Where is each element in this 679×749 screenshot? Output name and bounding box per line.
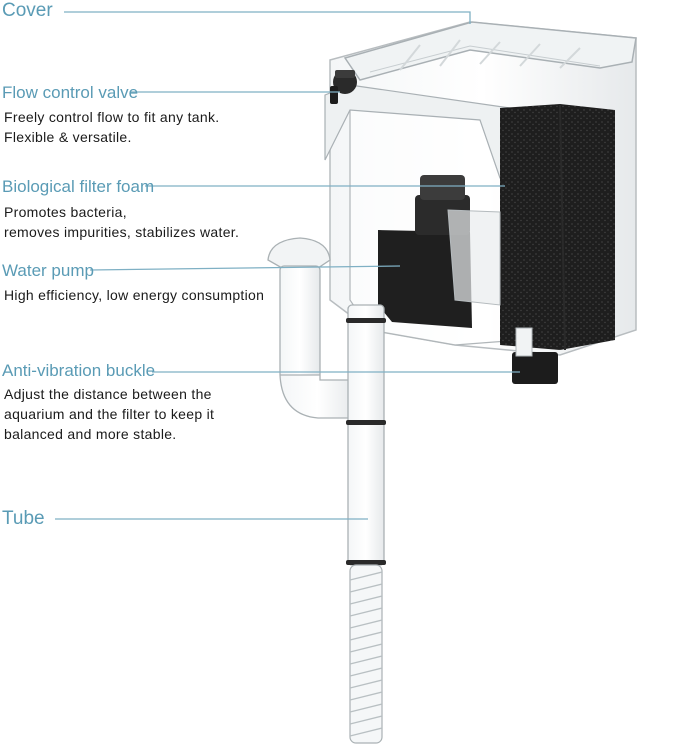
callout-bio-foam-label: Biological filter foam [2,177,155,196]
desc-line: aquarium and the filter to keep it [4,406,215,422]
desc-line: Adjust the distance between the [4,386,212,402]
desc-line: removes impurities, stabilizes water. [4,224,240,240]
callout-flow-valve-label: Flow control valve [2,83,139,102]
leader-lines [55,11,520,520]
callout-bio-foam-desc: Promotes bacteria, removes impurities, s… [4,202,239,242]
desc-line: Promotes bacteria, [4,204,127,220]
callout-buckle-label: Anti-vibration buckle [2,361,156,380]
desc-line: balanced and more stable. [4,426,177,442]
desc-line: Flexible & versatile. [4,129,132,145]
callout-flow-valve-desc: Freely control flow to fit any tank. Fle… [4,107,219,147]
callout-pump-desc: High efficiency, low energy consumption [4,285,264,305]
callout-pump-label: Water pump [2,261,94,280]
callout-cover-label: Cover [2,0,53,21]
callout-tube-label: Tube [2,508,45,529]
desc-line: Freely control flow to fit any tank. [4,109,220,125]
desc-line: High efficiency, low energy consumption [4,287,265,303]
callout-buckle-desc: Adjust the distance between the aquarium… [4,384,214,444]
